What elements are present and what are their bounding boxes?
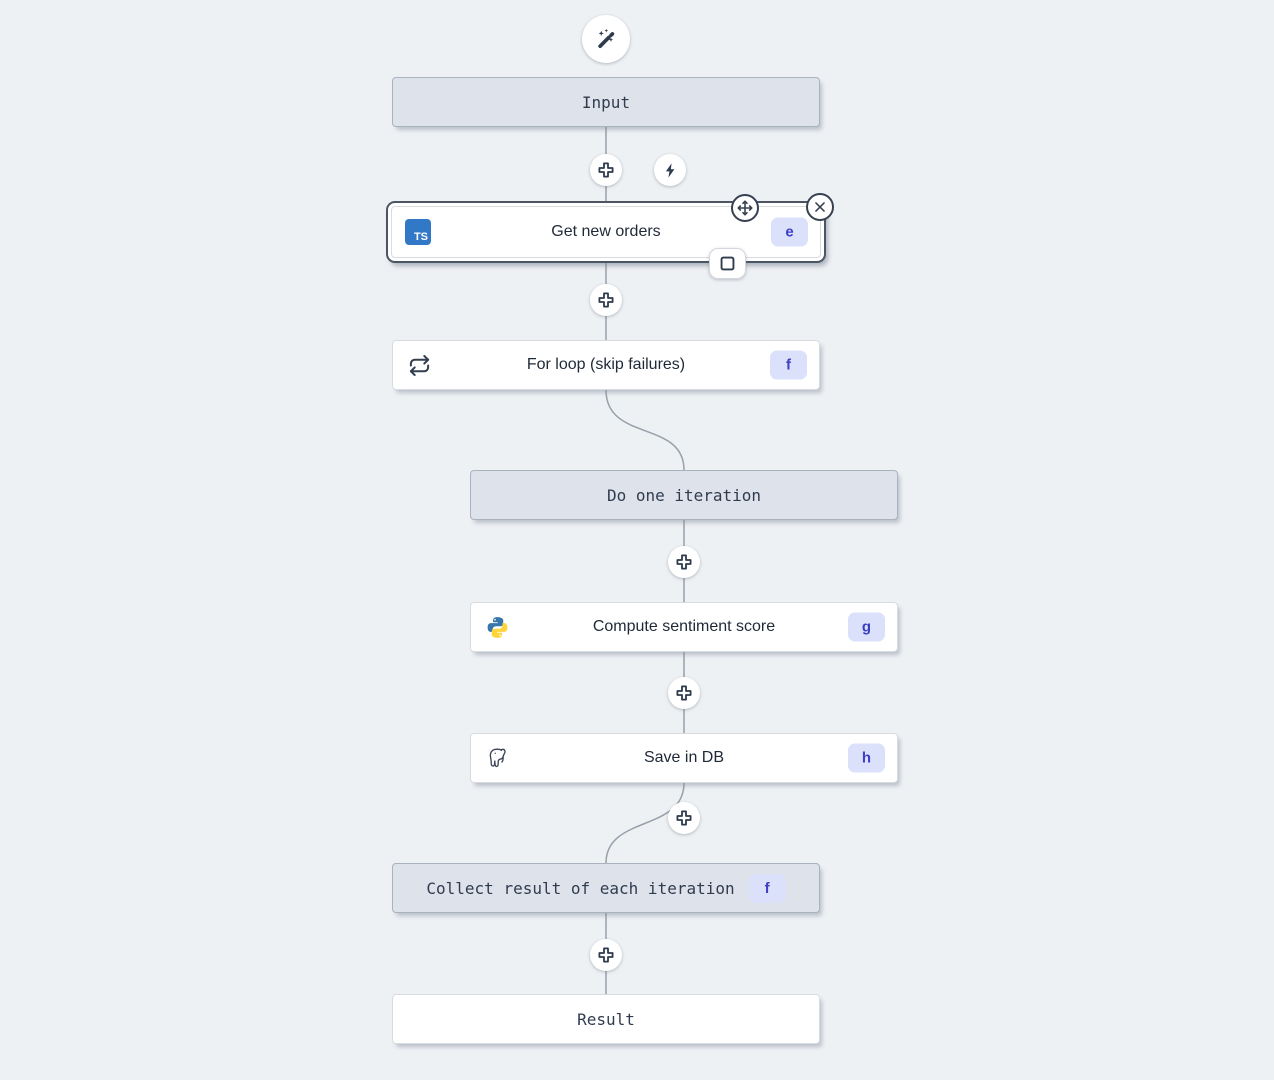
wand-sparkles-icon bbox=[598, 28, 615, 48]
plus-icon bbox=[598, 162, 614, 178]
insert-step-button-1[interactable] bbox=[590, 154, 622, 186]
node-save-in-db[interactable]: Save in DB h bbox=[470, 733, 898, 783]
node-get-new-orders-selected[interactable]: TS Get new orders e bbox=[386, 201, 826, 263]
node-result[interactable]: Result bbox=[392, 994, 820, 1044]
insert-step-button-5[interactable] bbox=[668, 802, 700, 834]
node-input-label: Input bbox=[581, 92, 631, 112]
node-input[interactable]: Input bbox=[392, 77, 820, 127]
node-get-new-orders-label: Get new orders bbox=[551, 223, 661, 240]
insert-step-button-3[interactable] bbox=[668, 546, 700, 578]
node-do-one-iteration-label: Do one iteration bbox=[606, 485, 762, 505]
edge-savedb-to-collect bbox=[605, 782, 685, 864]
move-node-button[interactable] bbox=[731, 194, 759, 222]
node-get-new-orders-badge: e bbox=[771, 217, 808, 247]
close-x-icon bbox=[815, 202, 825, 212]
insert-step-button-4[interactable] bbox=[668, 677, 700, 709]
add-trigger-button[interactable] bbox=[654, 154, 686, 186]
node-get-new-orders[interactable]: TS Get new orders e bbox=[391, 206, 821, 258]
plus-icon bbox=[676, 810, 692, 826]
plus-icon bbox=[598, 292, 614, 308]
postgresql-icon bbox=[484, 745, 510, 771]
typescript-icon-label: TS bbox=[413, 231, 428, 243]
node-for-loop-label: For loop (skip failures) bbox=[526, 356, 686, 373]
node-collect-result-label: Collect result of each iteration bbox=[426, 878, 735, 898]
node-do-one-iteration[interactable]: Do one iteration bbox=[470, 470, 898, 520]
node-collect-result[interactable]: Collect result of each iteration f bbox=[392, 863, 820, 913]
plus-icon bbox=[676, 685, 692, 701]
insert-step-button-2[interactable] bbox=[590, 284, 622, 316]
node-result-label: Result bbox=[577, 1009, 635, 1029]
node-collect-result-badge: f bbox=[748, 873, 786, 903]
node-save-in-db-label: Save in DB bbox=[643, 749, 725, 766]
delete-node-button[interactable] bbox=[806, 193, 834, 221]
node-save-in-db-badge: h bbox=[848, 743, 885, 773]
edge-forloop-to-iteration bbox=[605, 389, 685, 471]
repeat-loop-icon bbox=[406, 352, 432, 378]
node-compute-sentiment-score[interactable]: Compute sentiment score g bbox=[470, 602, 898, 652]
typescript-icon: TS bbox=[405, 219, 431, 245]
node-for-loop-badge: f bbox=[770, 350, 807, 380]
square-outline-icon bbox=[720, 256, 735, 271]
ai-wand-button[interactable] bbox=[582, 15, 630, 63]
plus-icon bbox=[676, 554, 692, 570]
expand-node-button[interactable] bbox=[709, 248, 746, 279]
python-icon bbox=[484, 614, 510, 640]
insert-step-button-6[interactable] bbox=[590, 939, 622, 971]
move-crosshair-icon bbox=[737, 200, 753, 216]
node-compute-sentiment-score-label: Compute sentiment score bbox=[592, 618, 776, 635]
lightning-bolt-icon bbox=[665, 162, 674, 178]
node-for-loop[interactable]: For loop (skip failures) f bbox=[392, 340, 820, 390]
node-compute-sentiment-score-badge: g bbox=[848, 612, 885, 642]
plus-icon bbox=[598, 947, 614, 963]
